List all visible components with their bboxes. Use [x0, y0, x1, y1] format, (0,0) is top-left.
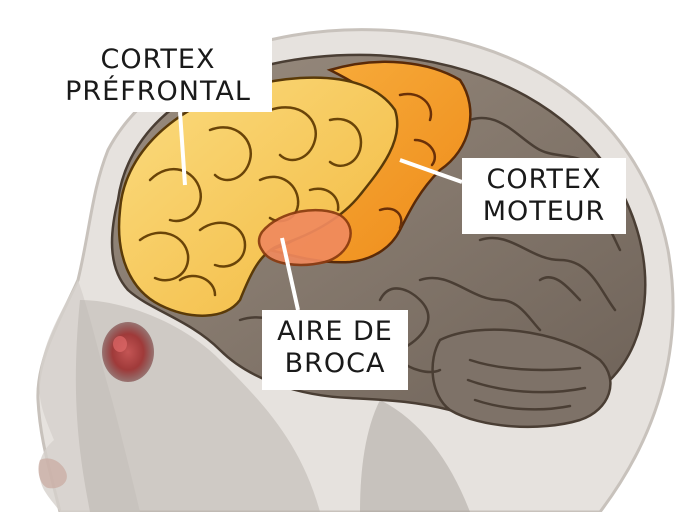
- eye: [102, 322, 154, 382]
- leader-line-prefrontal: [178, 111, 187, 186]
- label-aire-de-broca: AIRE DE BROCA: [262, 310, 408, 390]
- label-moteur-line1: CORTEX: [486, 164, 602, 195]
- label-broca-line2: BROCA: [284, 348, 386, 379]
- broca-area: [257, 208, 352, 267]
- label-prefrontal-line2: PRÉFRONTAL: [65, 76, 251, 107]
- nose: [38, 458, 67, 489]
- eye-highlight: [113, 336, 127, 352]
- leader-line-moteur: [399, 158, 463, 184]
- leader-line-broca: [280, 237, 300, 311]
- cerebellum: [431, 328, 612, 429]
- prefrontal-gyri: [138, 106, 363, 297]
- label-prefrontal-line1: CORTEX: [100, 44, 216, 75]
- label-broca-line1: AIRE DE: [277, 316, 393, 347]
- label-cortex-moteur: CORTEX MOTEUR: [462, 158, 626, 234]
- label-cortex-prefrontal: CORTEX PRÉFRONTAL: [44, 38, 272, 112]
- motor-gyri: [378, 92, 437, 230]
- spine-shadow: [360, 400, 470, 512]
- label-moteur-line2: MOTEUR: [482, 196, 606, 227]
